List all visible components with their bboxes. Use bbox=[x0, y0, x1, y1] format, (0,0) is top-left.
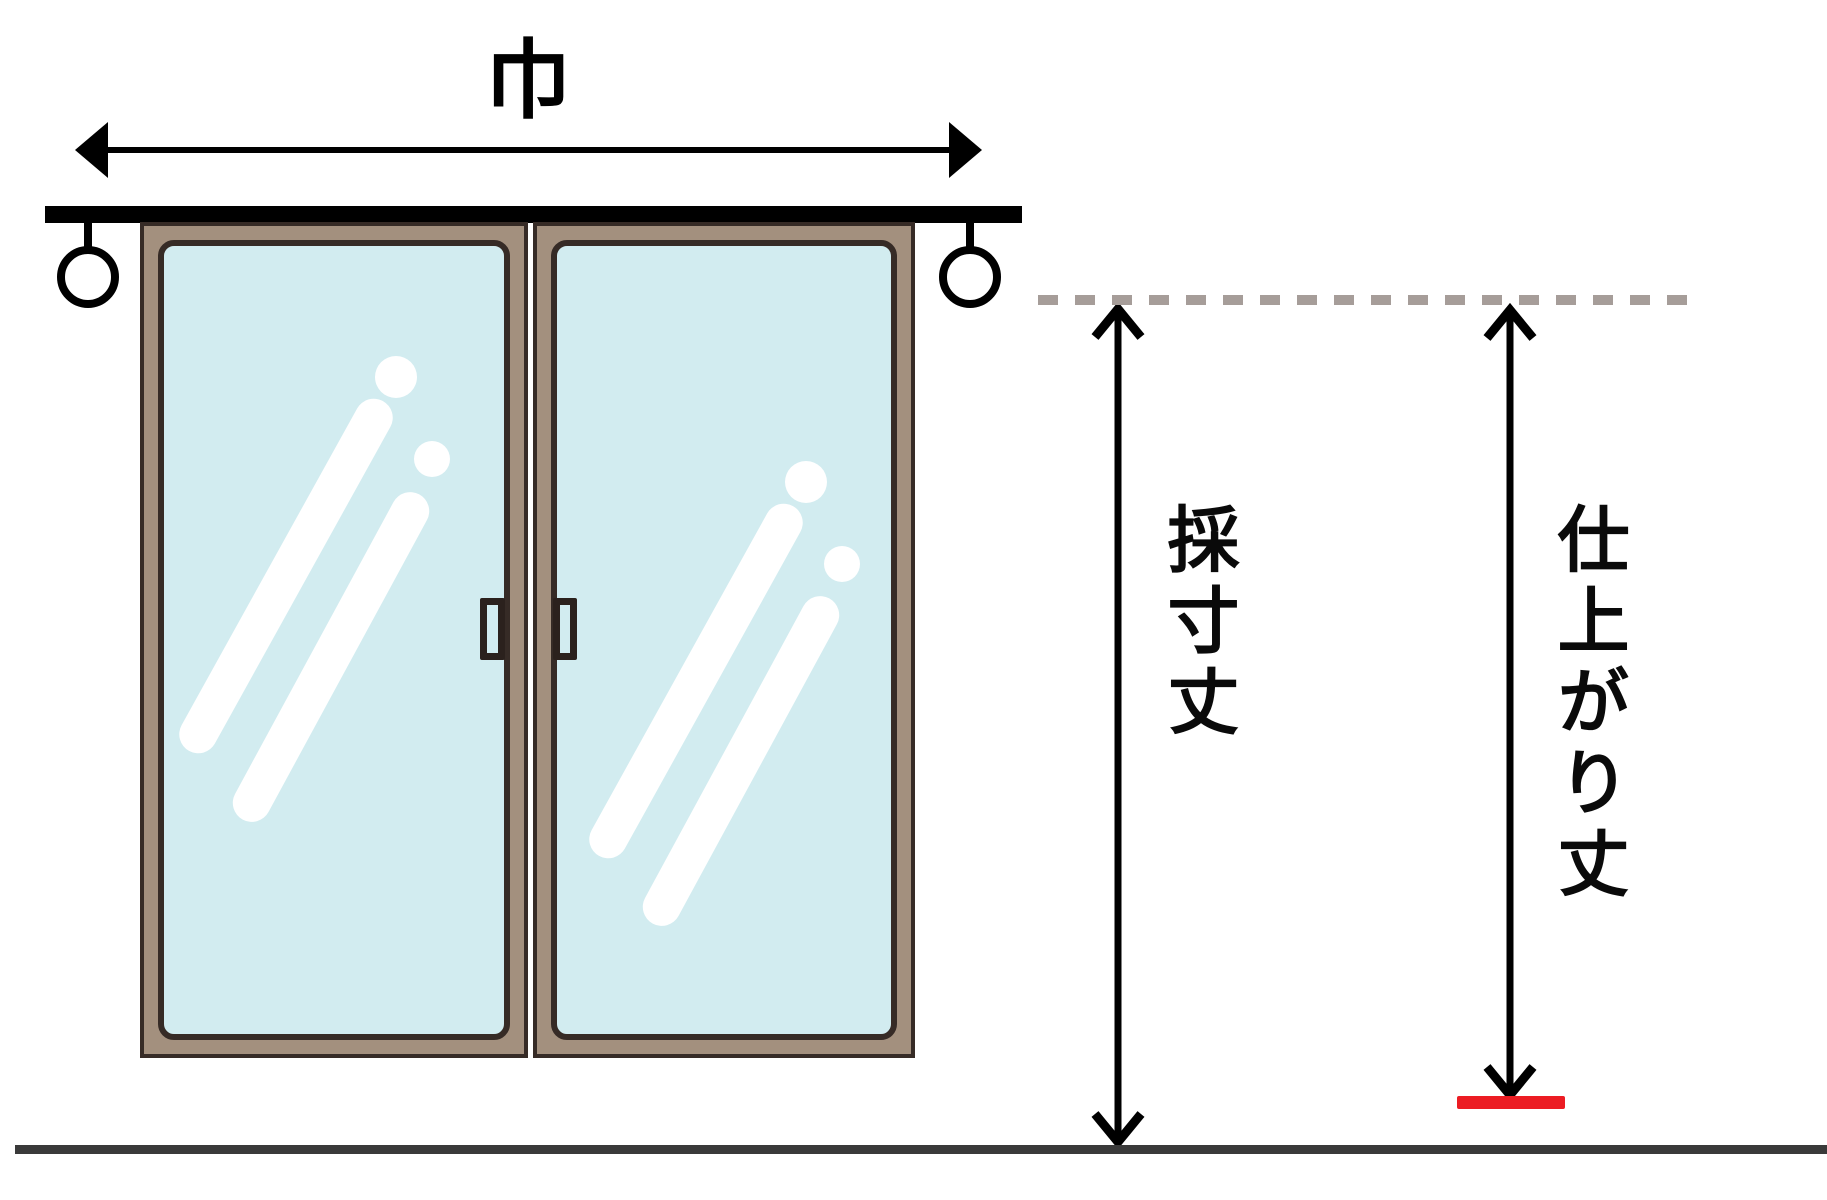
finished-length-label: 仕上がり丈 bbox=[1546, 502, 1626, 907]
finished-length-mark bbox=[1457, 1096, 1565, 1109]
ring-loop bbox=[939, 246, 1001, 308]
ring-stem bbox=[966, 222, 974, 250]
width-arrow bbox=[75, 122, 982, 178]
glass-pane bbox=[158, 240, 510, 1040]
glass-reflection-dot bbox=[414, 441, 450, 477]
glass-reflection-dot bbox=[824, 546, 860, 582]
rail-height-guideline bbox=[1038, 295, 1704, 305]
measured-length-label: 採寸丈 bbox=[1156, 502, 1236, 745]
door-handle bbox=[553, 598, 577, 660]
floor-line bbox=[15, 1145, 1827, 1154]
curtain-ring bbox=[57, 222, 119, 310]
measured-length-arrow bbox=[1091, 301, 1145, 1150]
glass-pane bbox=[551, 240, 897, 1040]
ring-loop bbox=[57, 246, 119, 308]
finished-length-arrow bbox=[1483, 302, 1537, 1103]
glass-reflection-dot bbox=[375, 356, 417, 398]
ring-stem bbox=[84, 222, 92, 250]
window-left-panel bbox=[140, 222, 528, 1058]
curtain-rail bbox=[45, 206, 1022, 223]
glass-reflection-dot bbox=[785, 461, 827, 503]
width-label: 巾 bbox=[485, 33, 571, 129]
door-handle bbox=[480, 598, 505, 660]
window-right-panel bbox=[533, 222, 915, 1058]
curtain-ring bbox=[939, 222, 1001, 310]
